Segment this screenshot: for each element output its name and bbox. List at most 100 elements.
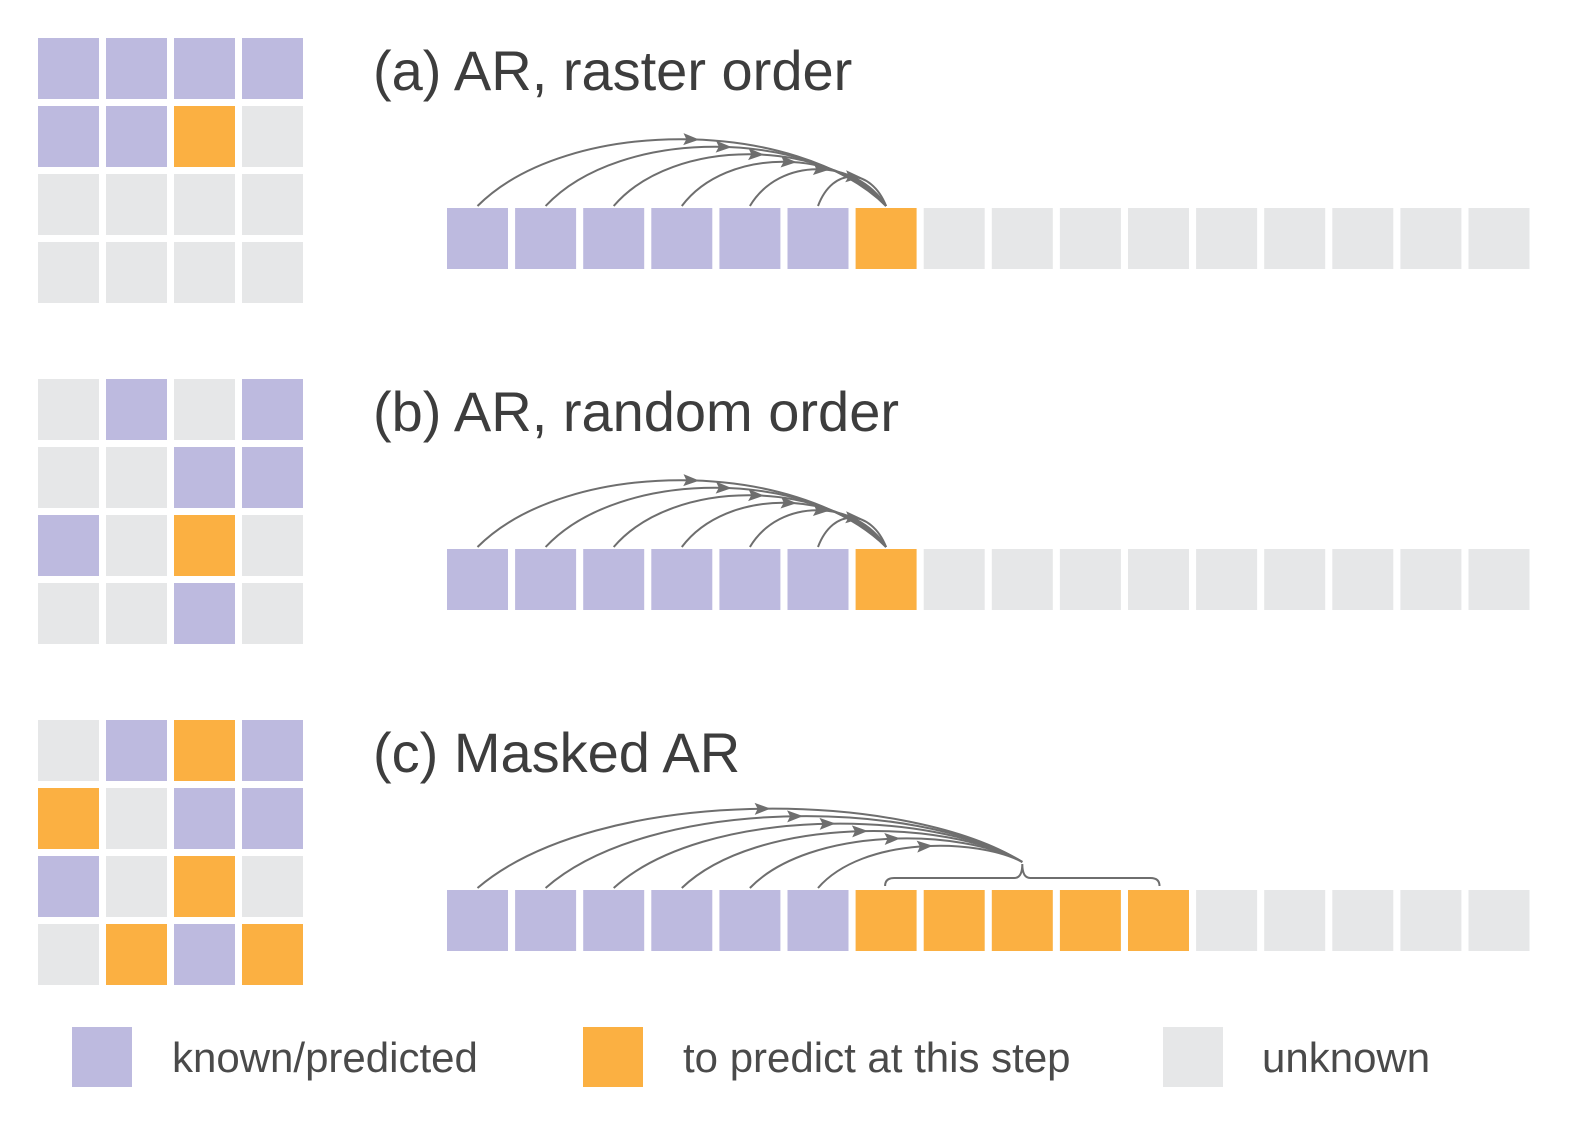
grid-cell-predict xyxy=(38,788,99,849)
arrowhead-icon xyxy=(780,496,797,509)
sequence-token-known xyxy=(787,890,849,951)
sequence-token-predict xyxy=(855,890,917,951)
sequence-token-known xyxy=(651,890,713,951)
dependency-arc xyxy=(544,815,1023,889)
grid-cell-unknown xyxy=(242,174,303,235)
grid-cell-known xyxy=(174,788,235,849)
sequence-token-known xyxy=(719,208,781,269)
grid-cell-unknown xyxy=(106,788,167,849)
arrowhead-icon xyxy=(748,148,765,161)
sequence-token-predict xyxy=(855,208,917,269)
grid-cell-known xyxy=(174,38,235,99)
arrowhead-icon xyxy=(715,481,732,494)
arrowhead-icon xyxy=(845,511,862,524)
token-grid xyxy=(38,379,303,644)
arrowhead-icon xyxy=(683,474,700,487)
grid-cell-predict xyxy=(174,106,235,167)
legend-swatch xyxy=(72,1027,132,1087)
arrowhead-icon xyxy=(754,802,771,815)
grid-cell-known xyxy=(242,720,303,781)
dependency-arrows xyxy=(476,133,888,207)
grid-cell-known xyxy=(106,106,167,167)
sequence-token-unknown xyxy=(1332,549,1394,610)
grid-cell-unknown xyxy=(174,174,235,235)
grid-cell-unknown xyxy=(38,379,99,440)
panel-title: (a) AR, raster order xyxy=(373,39,852,102)
grid-cell-unknown xyxy=(106,515,167,576)
legend-label: to predict at this step xyxy=(683,1034,1071,1081)
panel-a: (a) AR, raster order xyxy=(38,38,1530,303)
sequence-token-unknown xyxy=(1264,549,1326,610)
sequence-token-unknown xyxy=(1332,890,1394,951)
grid-cell-unknown xyxy=(242,106,303,167)
token-sequence xyxy=(447,208,1530,269)
grid-cell-unknown xyxy=(106,447,167,508)
sequence-token-unknown xyxy=(1128,208,1189,269)
sequence-token-known xyxy=(583,890,645,951)
token-sequence xyxy=(447,890,1530,951)
grid-cell-known xyxy=(38,515,99,576)
grid-cell-unknown xyxy=(106,174,167,235)
panels: (a) AR, raster order(b) AR, random order… xyxy=(38,38,1530,985)
arrowhead-icon xyxy=(851,825,869,838)
arrowhead-icon xyxy=(780,155,797,168)
sequence-token-unknown xyxy=(1059,549,1121,610)
sequence-token-known xyxy=(719,890,781,951)
arrowhead-icon xyxy=(748,489,765,502)
sequence-token-predict xyxy=(923,890,985,951)
sequence-token-unknown xyxy=(1400,208,1462,269)
grid-cell-known xyxy=(38,856,99,917)
dependency-arc xyxy=(612,494,887,548)
sequence-token-known xyxy=(583,549,645,610)
sequence-token-known xyxy=(447,208,508,269)
sequence-token-unknown xyxy=(1468,890,1530,951)
token-sequence xyxy=(447,549,1530,610)
legend-label: known/predicted xyxy=(172,1034,478,1081)
sequence-token-unknown xyxy=(1059,208,1121,269)
sequence-token-unknown xyxy=(923,208,985,269)
sequence-token-unknown xyxy=(991,549,1053,610)
grid-cell-known xyxy=(38,38,99,99)
grid-cell-predict xyxy=(174,856,235,917)
grid-cell-predict xyxy=(106,924,167,985)
sequence-token-known xyxy=(651,549,713,610)
grid-cell-known xyxy=(174,924,235,985)
arrowhead-icon xyxy=(683,133,700,146)
grid-cell-known xyxy=(174,447,235,508)
dependency-arc xyxy=(476,807,1023,889)
arrowhead-icon xyxy=(845,170,862,183)
legend: known/predicted to predict at this step un… xyxy=(72,1027,1430,1087)
sequence-token-unknown xyxy=(1468,208,1530,269)
grid-cell-unknown xyxy=(242,583,303,644)
legend-item-predict: to predict at this step xyxy=(583,1027,1071,1087)
grid-cell-known xyxy=(242,788,303,849)
sequence-token-unknown xyxy=(1400,890,1462,951)
grid-cell-unknown xyxy=(174,379,235,440)
grid-cell-unknown xyxy=(38,242,99,303)
arrowhead-icon xyxy=(916,840,933,853)
sequence-token-known xyxy=(787,549,849,610)
sequence-token-unknown xyxy=(1264,890,1326,951)
legend-swatch xyxy=(583,1027,643,1087)
sequence-token-unknown xyxy=(1264,208,1326,269)
grid-cell-unknown xyxy=(38,447,99,508)
arrowhead-icon xyxy=(884,833,901,846)
sequence-token-unknown xyxy=(991,208,1053,269)
grid-cell-known xyxy=(242,38,303,99)
legend-item-known: known/predicted xyxy=(72,1027,478,1087)
grid-cell-known xyxy=(106,379,167,440)
grid-cell-unknown xyxy=(174,242,235,303)
grid-cell-known xyxy=(38,106,99,167)
grid-cell-unknown xyxy=(106,856,167,917)
sequence-token-known xyxy=(515,549,577,610)
grid-cell-known xyxy=(174,583,235,644)
arrowhead-icon xyxy=(715,140,732,153)
grid-cell-predict xyxy=(174,720,235,781)
sequence-token-unknown xyxy=(1332,208,1394,269)
legend-label: unknown xyxy=(1262,1034,1430,1081)
sequence-token-unknown xyxy=(1468,549,1530,610)
grid-cell-unknown xyxy=(242,242,303,303)
grid-cell-unknown xyxy=(38,720,99,781)
sequence-token-unknown xyxy=(1196,208,1258,269)
dependency-arc xyxy=(613,822,1023,889)
